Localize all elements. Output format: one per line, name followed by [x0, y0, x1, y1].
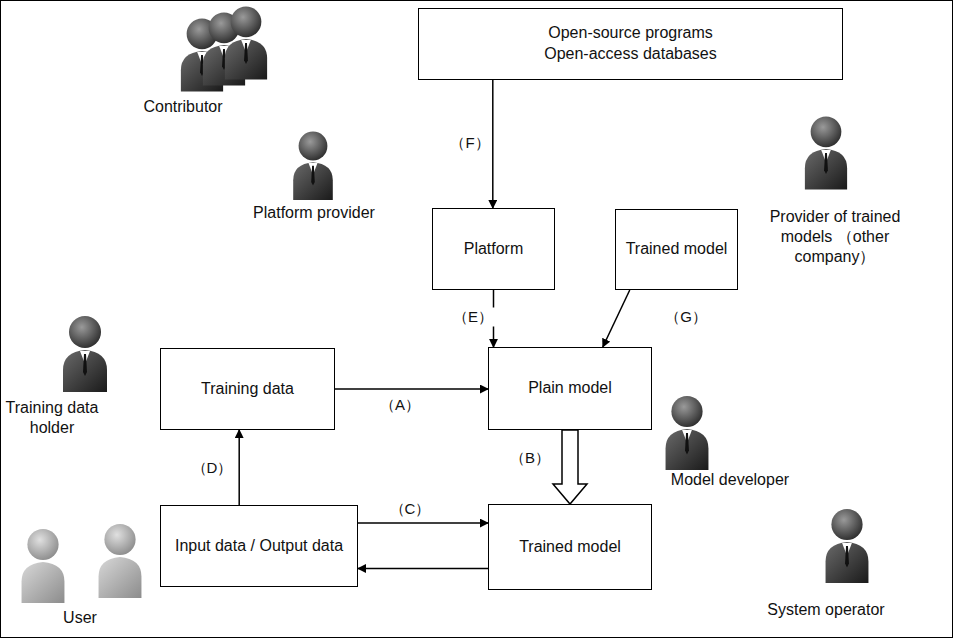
process-box: Trained model	[488, 504, 652, 590]
process-box: Trained model	[615, 209, 738, 290]
process-box: Open-source programsOpen-access database…	[418, 8, 843, 80]
process-box: Training data	[160, 348, 335, 430]
connector-arrow	[492, 80, 494, 208]
box-text: Trained model	[519, 537, 621, 558]
process-box: Plain model	[488, 347, 652, 430]
box-text: Open-access databases	[544, 44, 717, 65]
box-text: Trained model	[626, 239, 728, 260]
connector-arrow	[358, 522, 488, 524]
role-label: System operator	[756, 600, 896, 620]
process-box: Input data / Output data	[160, 505, 358, 587]
edge-label: （F）	[448, 134, 491, 153]
role-label: Model developer	[660, 470, 800, 490]
edge-label: （B）	[508, 449, 552, 468]
edge-label: （C）	[388, 500, 433, 519]
block-arrow	[553, 430, 587, 504]
edge-label: （A）	[378, 396, 422, 415]
edge-label: （G）	[663, 308, 709, 327]
connector-arrow	[358, 568, 488, 570]
box-text: Input data / Output data	[175, 536, 343, 557]
connector-arrow	[603, 290, 630, 347]
box-text: Open-source programs	[548, 23, 713, 44]
edge-label: （D）	[190, 459, 235, 478]
role-label: Contributor	[128, 97, 238, 117]
box-text: Plain model	[528, 378, 612, 399]
role-label: Platform provider	[244, 203, 384, 223]
box-text: Platform	[464, 239, 524, 260]
connector-arrow	[238, 430, 240, 505]
edge-label: （E）	[451, 308, 495, 327]
connector-arrow	[335, 388, 488, 390]
role-label: User	[50, 608, 110, 628]
process-box: Platform	[432, 208, 555, 290]
role-label: Training data holder	[2, 398, 102, 438]
box-text: Training data	[201, 379, 294, 400]
role-label: Provider of trained models （other compan…	[760, 207, 910, 267]
